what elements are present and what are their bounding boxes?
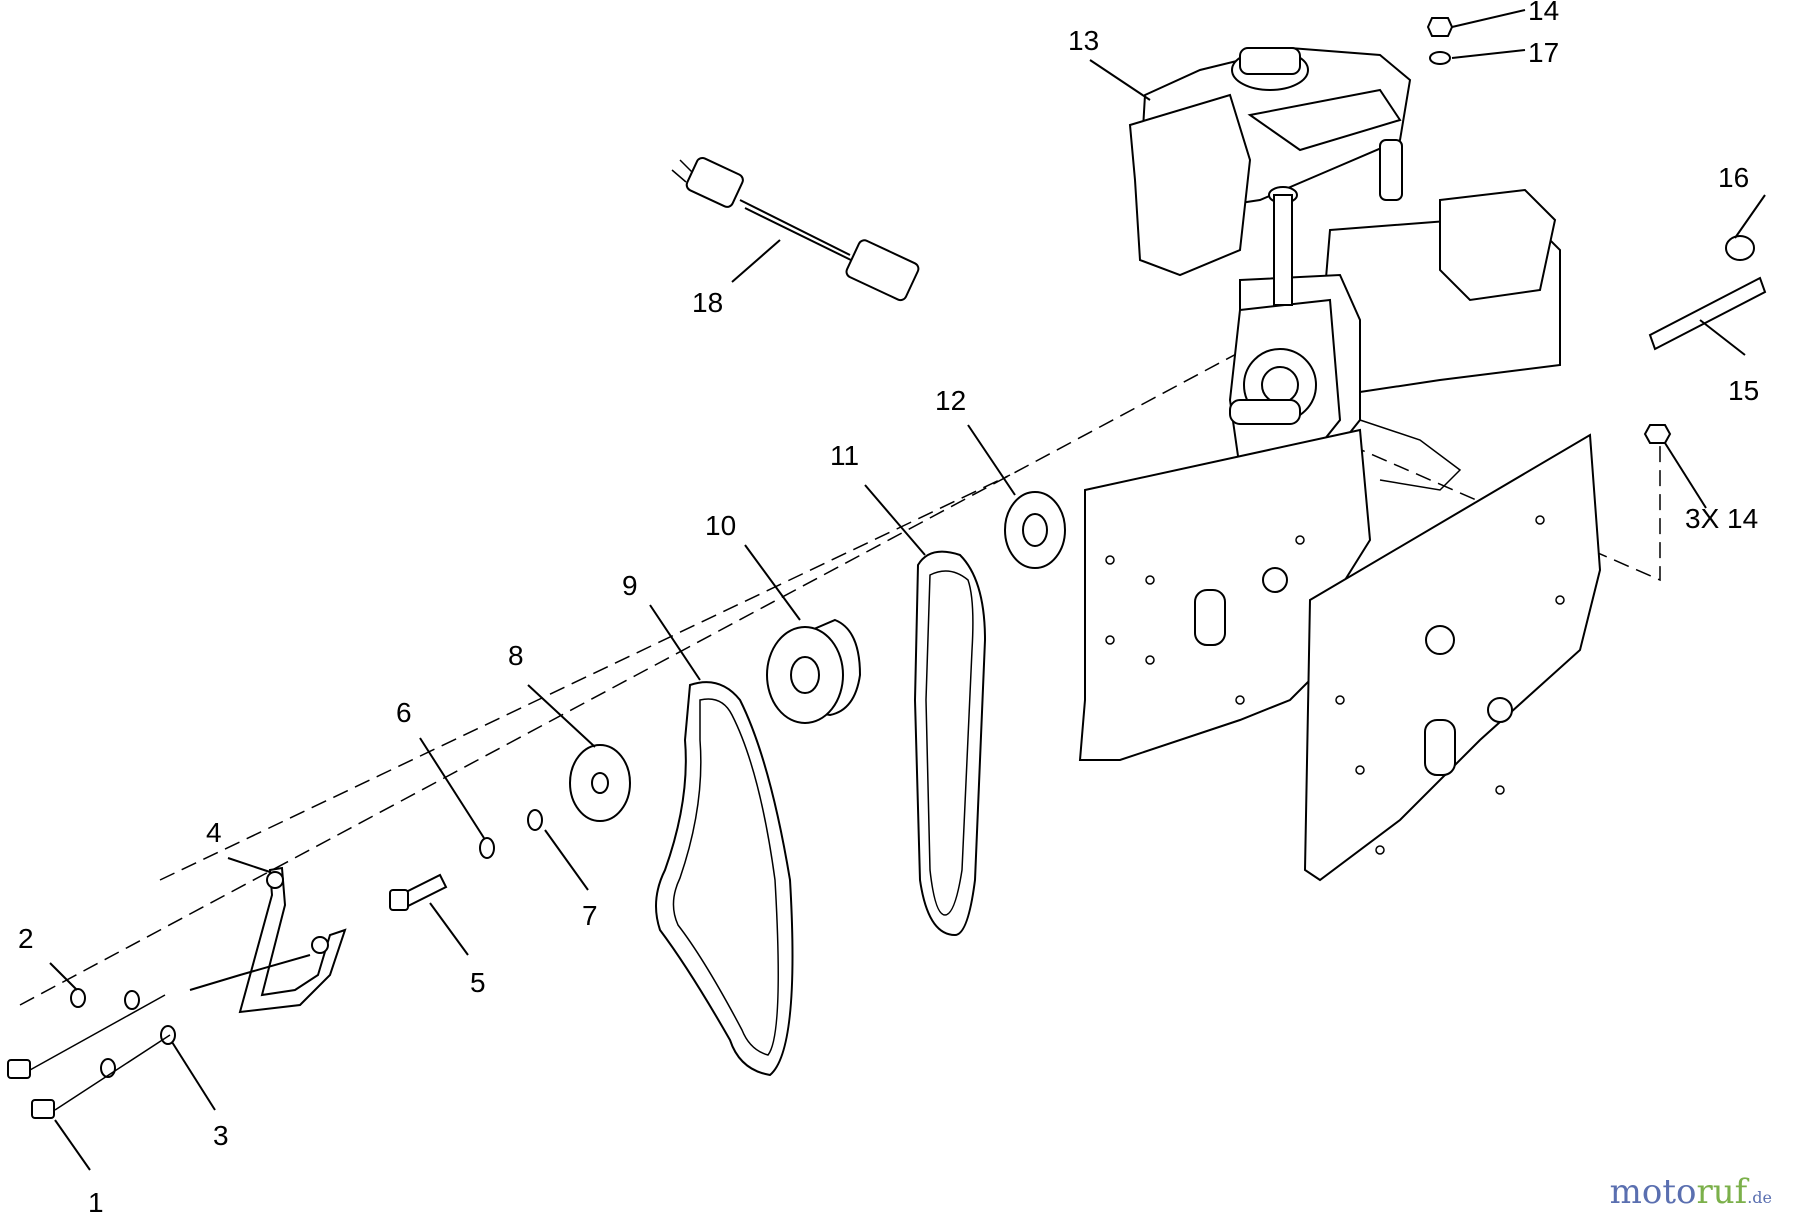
extension-cord: [671, 157, 920, 302]
callout-9: 9: [622, 570, 638, 601]
callout-15: 15: [1728, 375, 1759, 406]
callout-6: 6: [396, 697, 412, 728]
nut-14: [1426, 17, 1454, 37]
pulley-large: [766, 618, 862, 724]
assembly-centerline: [19, 351, 1241, 1006]
callout-7: 7: [582, 900, 598, 931]
nut-3x14: [1643, 424, 1672, 444]
callout-10: 10: [705, 510, 736, 541]
callout-4: 4: [206, 817, 222, 848]
belt-b: [655, 681, 794, 1077]
callout-17: 17: [1528, 37, 1559, 68]
watermark-part-1: moto: [1609, 1172, 1697, 1212]
frame-plate-left: [1078, 428, 1372, 761]
callout-2: 2: [18, 923, 34, 954]
leader-lines: [49, 9, 1766, 1171]
watermark-part-3: .de: [1747, 1188, 1772, 1207]
bolt-1: [7, 1059, 55, 1119]
watermark-logo: motoruf.de: [1610, 1172, 1772, 1212]
bolt-centerline: [1349, 440, 1661, 582]
callout-3: 3: [213, 1120, 229, 1151]
washer-2: [70, 988, 140, 1010]
belt-guide-bracket: [189, 866, 347, 1014]
assembly-centerline-2: [159, 474, 1011, 881]
callout-18: 18: [692, 287, 723, 318]
callout-14: 14: [1528, 0, 1559, 26]
bolt-5: [389, 873, 448, 911]
fastener-line-a: [29, 994, 166, 1071]
frame-plate-right: [1303, 433, 1602, 882]
callout-3x14: 3X 14: [1685, 503, 1758, 534]
pulley-small: [1004, 491, 1066, 569]
idler-pulley: [569, 744, 631, 822]
bushing-16: [1725, 235, 1755, 261]
callout-16: 16: [1718, 162, 1749, 193]
callout-1: 1: [88, 1187, 104, 1218]
engine: [1128, 46, 1561, 491]
callout-11: 11: [830, 440, 859, 471]
washer-7: [527, 809, 543, 831]
shaft-15: [1648, 276, 1767, 351]
watermark-part-2: ruf: [1696, 1172, 1748, 1212]
callout-13: 13: [1068, 25, 1099, 56]
callout-5: 5: [470, 967, 486, 998]
washer-3: [100, 1025, 176, 1078]
washer-6: [479, 837, 495, 859]
callout-12: 12: [935, 385, 966, 416]
callout-8: 8: [508, 640, 524, 671]
washer-17: [1429, 51, 1451, 65]
belt-a: [913, 550, 987, 937]
fastener-line-b: [54, 1034, 171, 1111]
